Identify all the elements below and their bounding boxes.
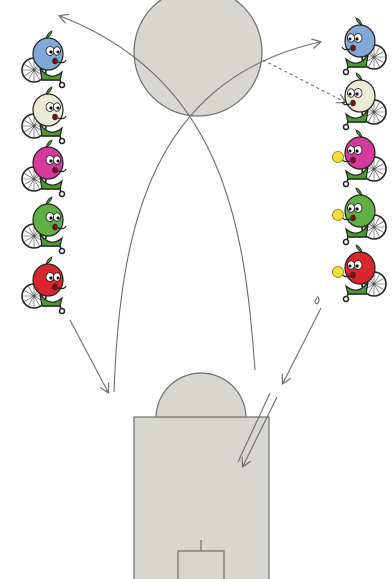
pass-line-a (237, 392, 271, 463)
movement-arrow-dashed (262, 59, 345, 102)
right-to-key-arrow (283, 307, 322, 383)
ball (332, 209, 344, 221)
movement-arrow-left-up (60, 16, 256, 371)
right-player-column (332, 17, 387, 303)
goal-box (177, 550, 225, 579)
left-green-player (21, 196, 67, 255)
ball (332, 266, 344, 278)
ball (332, 151, 344, 163)
left-blue-player (21, 30, 67, 89)
right-red-player (332, 244, 387, 303)
curl-marker (314, 295, 320, 305)
left-red-player (21, 256, 67, 315)
left-player-column (21, 30, 67, 315)
right-white-player (341, 72, 387, 131)
right-magenta-player (332, 129, 387, 188)
left-white-player (21, 86, 67, 145)
key-semicircle (155, 372, 247, 419)
pass-line-b (243, 396, 278, 466)
right-blue-player (341, 17, 387, 76)
movement-arrow-right-up (113, 42, 320, 393)
right-green-player (332, 187, 387, 246)
top-circle (133, 0, 263, 117)
left-to-key-arrow (69, 319, 108, 392)
left-magenta-player (21, 139, 67, 198)
